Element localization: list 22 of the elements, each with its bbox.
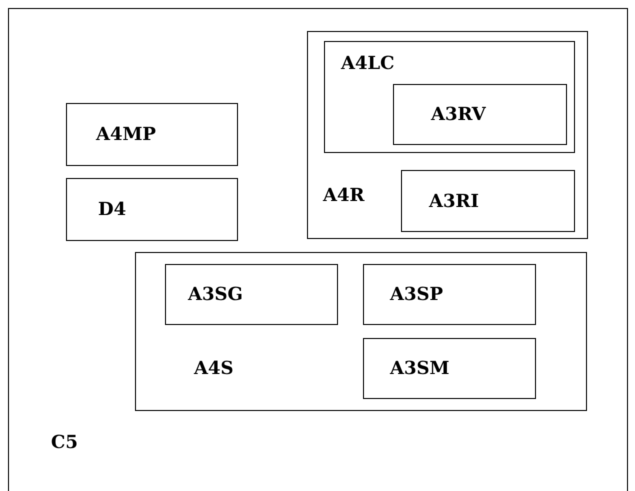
component-box [66, 103, 238, 166]
component-box [363, 338, 536, 399]
component-box [165, 264, 338, 325]
component-label: D4 [98, 199, 126, 220]
component-box [401, 170, 575, 232]
group-label: A4R [323, 186, 364, 206]
component-label: A3RI [429, 190, 479, 212]
container-box [8, 8, 628, 491]
component-box [363, 264, 536, 325]
component-label: A3RV [431, 104, 486, 125]
component-label: A3SP [390, 284, 444, 305]
component-box [393, 84, 567, 145]
component-box [66, 178, 238, 241]
component-label: A3SG [188, 284, 243, 305]
container-box [324, 41, 575, 153]
component-label: A4MP [96, 124, 156, 145]
container-box [307, 31, 588, 239]
component-label: A3SM [390, 358, 450, 379]
group-label: A4S [194, 359, 234, 379]
container-box [135, 252, 587, 411]
group-label: A4LC [341, 54, 394, 74]
group-label: C5 [51, 433, 78, 453]
